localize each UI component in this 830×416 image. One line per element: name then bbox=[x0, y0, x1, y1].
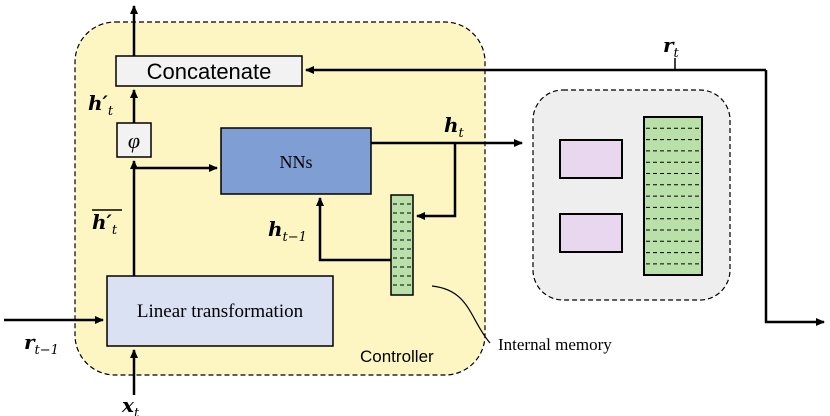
rt-output-arrow bbox=[764, 70, 825, 326]
hbar-t-label: h′t bbox=[92, 210, 118, 238]
linear-transformation-box bbox=[106, 275, 334, 347]
nns-box bbox=[220, 127, 372, 195]
memory-column bbox=[643, 116, 703, 276]
memory-write-slot bbox=[559, 213, 623, 253]
rt-label: rt bbox=[663, 33, 680, 61]
controller-label: Controller bbox=[360, 347, 434, 366]
xt-label: xt bbox=[121, 393, 140, 416]
ht-label: ht bbox=[444, 113, 465, 141]
concatenate-box bbox=[115, 55, 303, 87]
htm1-to-nns-arrow bbox=[316, 197, 391, 262]
concatenate-label: Concatenate bbox=[147, 59, 272, 84]
linear-transformation-label: Linear transformation bbox=[137, 301, 304, 322]
ht-to-internal-memory-arrow bbox=[416, 143, 457, 220]
internal-memory-label: Internal memory bbox=[498, 335, 612, 354]
memory-column-rows bbox=[646, 127, 700, 265]
phi-label: φ bbox=[128, 128, 140, 153]
internal-memory-column bbox=[390, 194, 414, 296]
rtm1-label: rt−1 bbox=[24, 330, 59, 358]
internal-memory-pointer bbox=[431, 285, 491, 344]
htm1-label: ht−1 bbox=[268, 217, 307, 245]
memory-read-slot bbox=[559, 139, 623, 179]
nns-label: NNs bbox=[279, 152, 312, 172]
phi-box bbox=[116, 122, 152, 158]
internal-memory-rows bbox=[393, 203, 411, 286]
hprime-t-label: h′t bbox=[88, 91, 114, 119]
